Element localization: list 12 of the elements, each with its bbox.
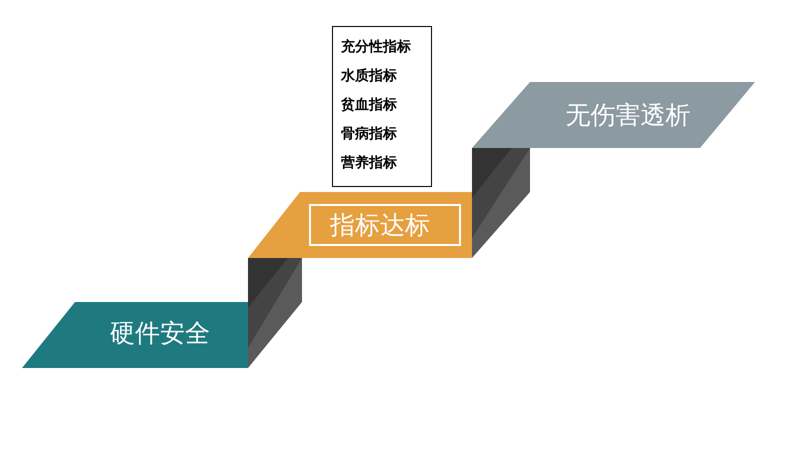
step-label: 无伤害透析	[566, 100, 690, 132]
list-item: 充分性指标	[341, 38, 411, 57]
step-platform	[472, 82, 755, 148]
list-item: 水质指标	[341, 67, 397, 86]
step-label: 指标达标	[330, 210, 430, 242]
indicator-list-box	[332, 26, 432, 187]
step-platform	[248, 192, 472, 258]
list-item: 贫血指标	[341, 96, 397, 115]
step-platform	[22, 302, 248, 368]
list-item: 营养指标	[341, 154, 397, 173]
list-item: 骨病指标	[341, 125, 397, 144]
step-label: 硬件安全	[110, 318, 210, 350]
